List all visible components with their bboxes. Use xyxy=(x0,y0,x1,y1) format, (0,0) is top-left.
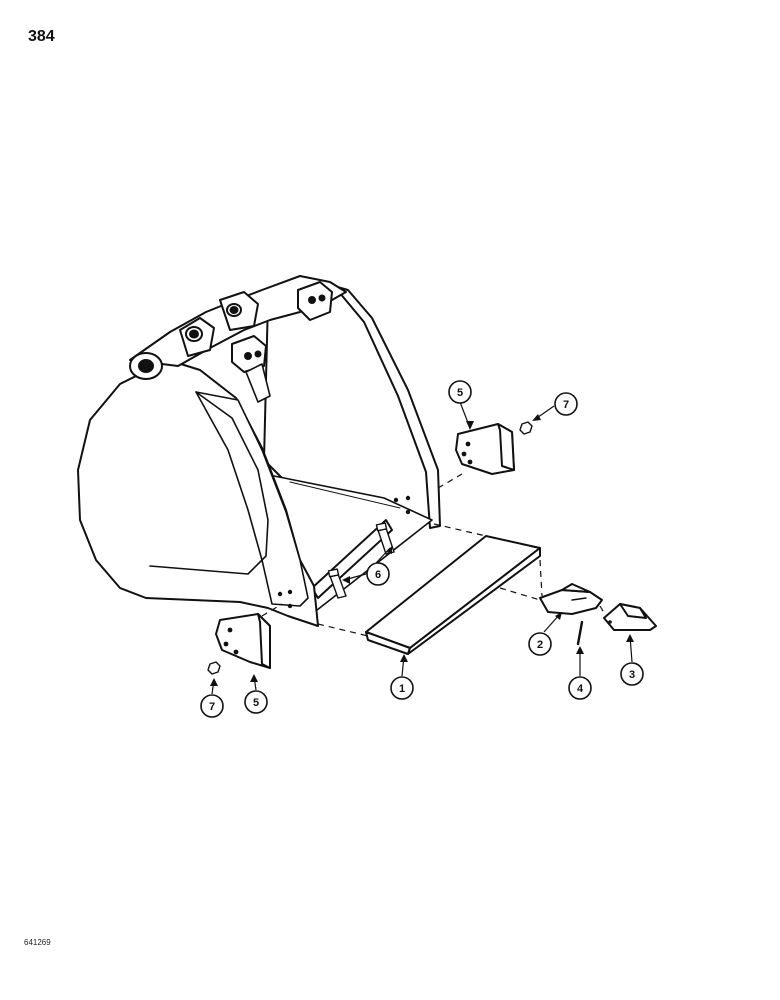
callout-7-right-label: 7 xyxy=(563,399,569,411)
callout-7-left: 7 xyxy=(200,694,224,718)
assembly-lines xyxy=(261,473,607,637)
bucket-body xyxy=(77,275,441,627)
nut-right xyxy=(519,421,533,435)
tooth-pin xyxy=(576,620,584,646)
callout-1-label: 1 xyxy=(399,683,405,695)
callout-3: 3 xyxy=(620,662,644,686)
callout-2: 2 xyxy=(528,632,552,656)
tooth xyxy=(603,603,657,631)
callout-7-right: 7 xyxy=(554,392,578,416)
side-cutter-right xyxy=(455,423,515,475)
arrow-heads xyxy=(210,414,634,686)
callout-2-label: 2 xyxy=(537,639,543,651)
callout-4-label: 4 xyxy=(577,683,584,695)
tooth-adapter xyxy=(539,583,603,615)
callout-5-left: 5 xyxy=(244,690,268,714)
callout-5-left-label: 5 xyxy=(253,697,259,709)
callout-1: 1 xyxy=(390,676,414,700)
callout-4: 4 xyxy=(568,676,592,700)
nut-left xyxy=(207,661,221,675)
callout-6-label: 6 xyxy=(375,569,381,581)
callout-5-right: 5 xyxy=(448,380,472,404)
callout-5-right-label: 5 xyxy=(457,387,463,399)
side-cutter-left xyxy=(215,613,271,669)
drawing-code: 641269 xyxy=(24,938,51,947)
callout-7-left-label: 7 xyxy=(209,701,215,713)
bolt-set xyxy=(327,522,395,599)
callout-6: 6 xyxy=(366,562,390,586)
cutting-edge xyxy=(365,535,541,655)
page-number: 384 xyxy=(28,28,55,45)
callout-3-label: 3 xyxy=(629,669,635,681)
